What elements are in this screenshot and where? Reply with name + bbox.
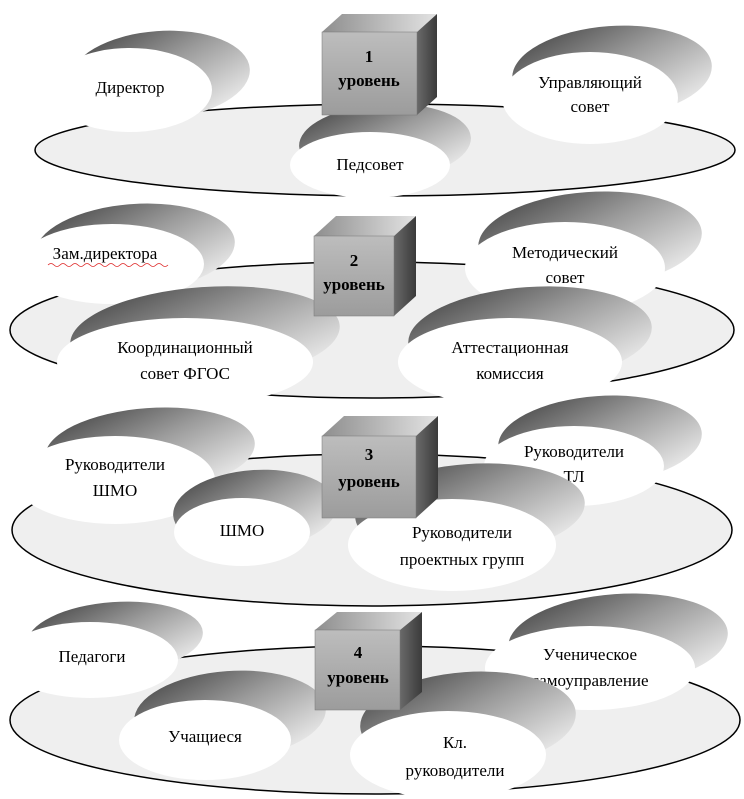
level-4-number: 4 (354, 643, 363, 662)
level-3-word: уровень (338, 472, 400, 491)
level-3-cube: 3 уровень (321, 416, 438, 519)
node-class-teachers-line2: руководители (406, 761, 505, 780)
node-governing-council-line1: Управляющий (538, 73, 642, 92)
node-attestation-commission-line2: комиссия (476, 364, 544, 383)
level-1-cube: 1 уровень (321, 14, 437, 116)
level-3-number: 3 (365, 445, 374, 464)
node-student-government-line1: Ученическое (543, 645, 637, 664)
level-3-group: Руководители ШМО Руководители ТЛ ШМО Рук… (11, 395, 733, 607)
spellcheck-underline (47, 263, 169, 267)
node-pedsovet: Педсовет (290, 103, 471, 198)
level-1-number: 1 (365, 47, 374, 66)
node-students-label: Учащиеся (168, 727, 242, 746)
node-coordination-council: Координационный совет ФГОС (57, 286, 340, 406)
level-4-group: Педагоги Ученическое самоуправление Учащ… (2, 593, 741, 799)
level-2-cube: 2 уровень (313, 216, 416, 317)
node-attestation-commission: Аттестационная комиссия (398, 286, 652, 406)
level-4-cube: 4 уровень (314, 612, 422, 711)
node-student-government-line2: самоуправление (531, 671, 648, 690)
node-methodical-council-line1: Методический (512, 243, 618, 262)
node-director: Директор (48, 30, 250, 132)
node-shmo: ШМО (173, 469, 337, 566)
node-shmo-heads: Руководители ШМО (15, 407, 255, 524)
level-1-word: уровень (338, 71, 400, 90)
node-teachers: Педагоги (2, 601, 203, 698)
node-deputy-director-label: Зам.директора (53, 244, 158, 263)
level-2-group: Зам.директора Методический совет Координ… (9, 191, 735, 406)
level-4-word: уровень (327, 668, 389, 687)
node-methodical-council-line2: совет (546, 268, 586, 287)
node-deputy-director: Зам.директора (20, 203, 235, 304)
node-coordination-council-line2: совет ФГОС (140, 364, 230, 383)
node-shmo-heads-line1: Руководители (65, 455, 165, 474)
level-2-number: 2 (350, 251, 359, 270)
node-tl-heads-line1: Руководители (524, 442, 624, 461)
node-attestation-commission-line1: Аттестационная (451, 338, 568, 357)
node-shmo-label: ШМО (220, 521, 265, 540)
node-teachers-label: Педагоги (59, 647, 126, 666)
node-project-group-heads-line2: проектных групп (400, 550, 525, 569)
node-pedsovet-label: Педсовет (336, 155, 404, 174)
level-2-word: уровень (323, 275, 385, 294)
node-students: Учащиеся (119, 670, 326, 780)
node-project-group-heads-line1: Руководители (412, 523, 512, 542)
node-class-teachers-line1: Кл. (443, 733, 467, 752)
level-1-group: Директор Управляющий совет Педсовет 1 ур… (34, 14, 736, 198)
node-governing-council: Управляющий совет (502, 25, 712, 144)
node-governing-council-line2: совет (571, 97, 611, 116)
node-coordination-council-line1: Координационный (117, 338, 253, 357)
node-shmo-heads-line2: ШМО (93, 481, 138, 500)
node-director-label: Директор (96, 78, 165, 97)
